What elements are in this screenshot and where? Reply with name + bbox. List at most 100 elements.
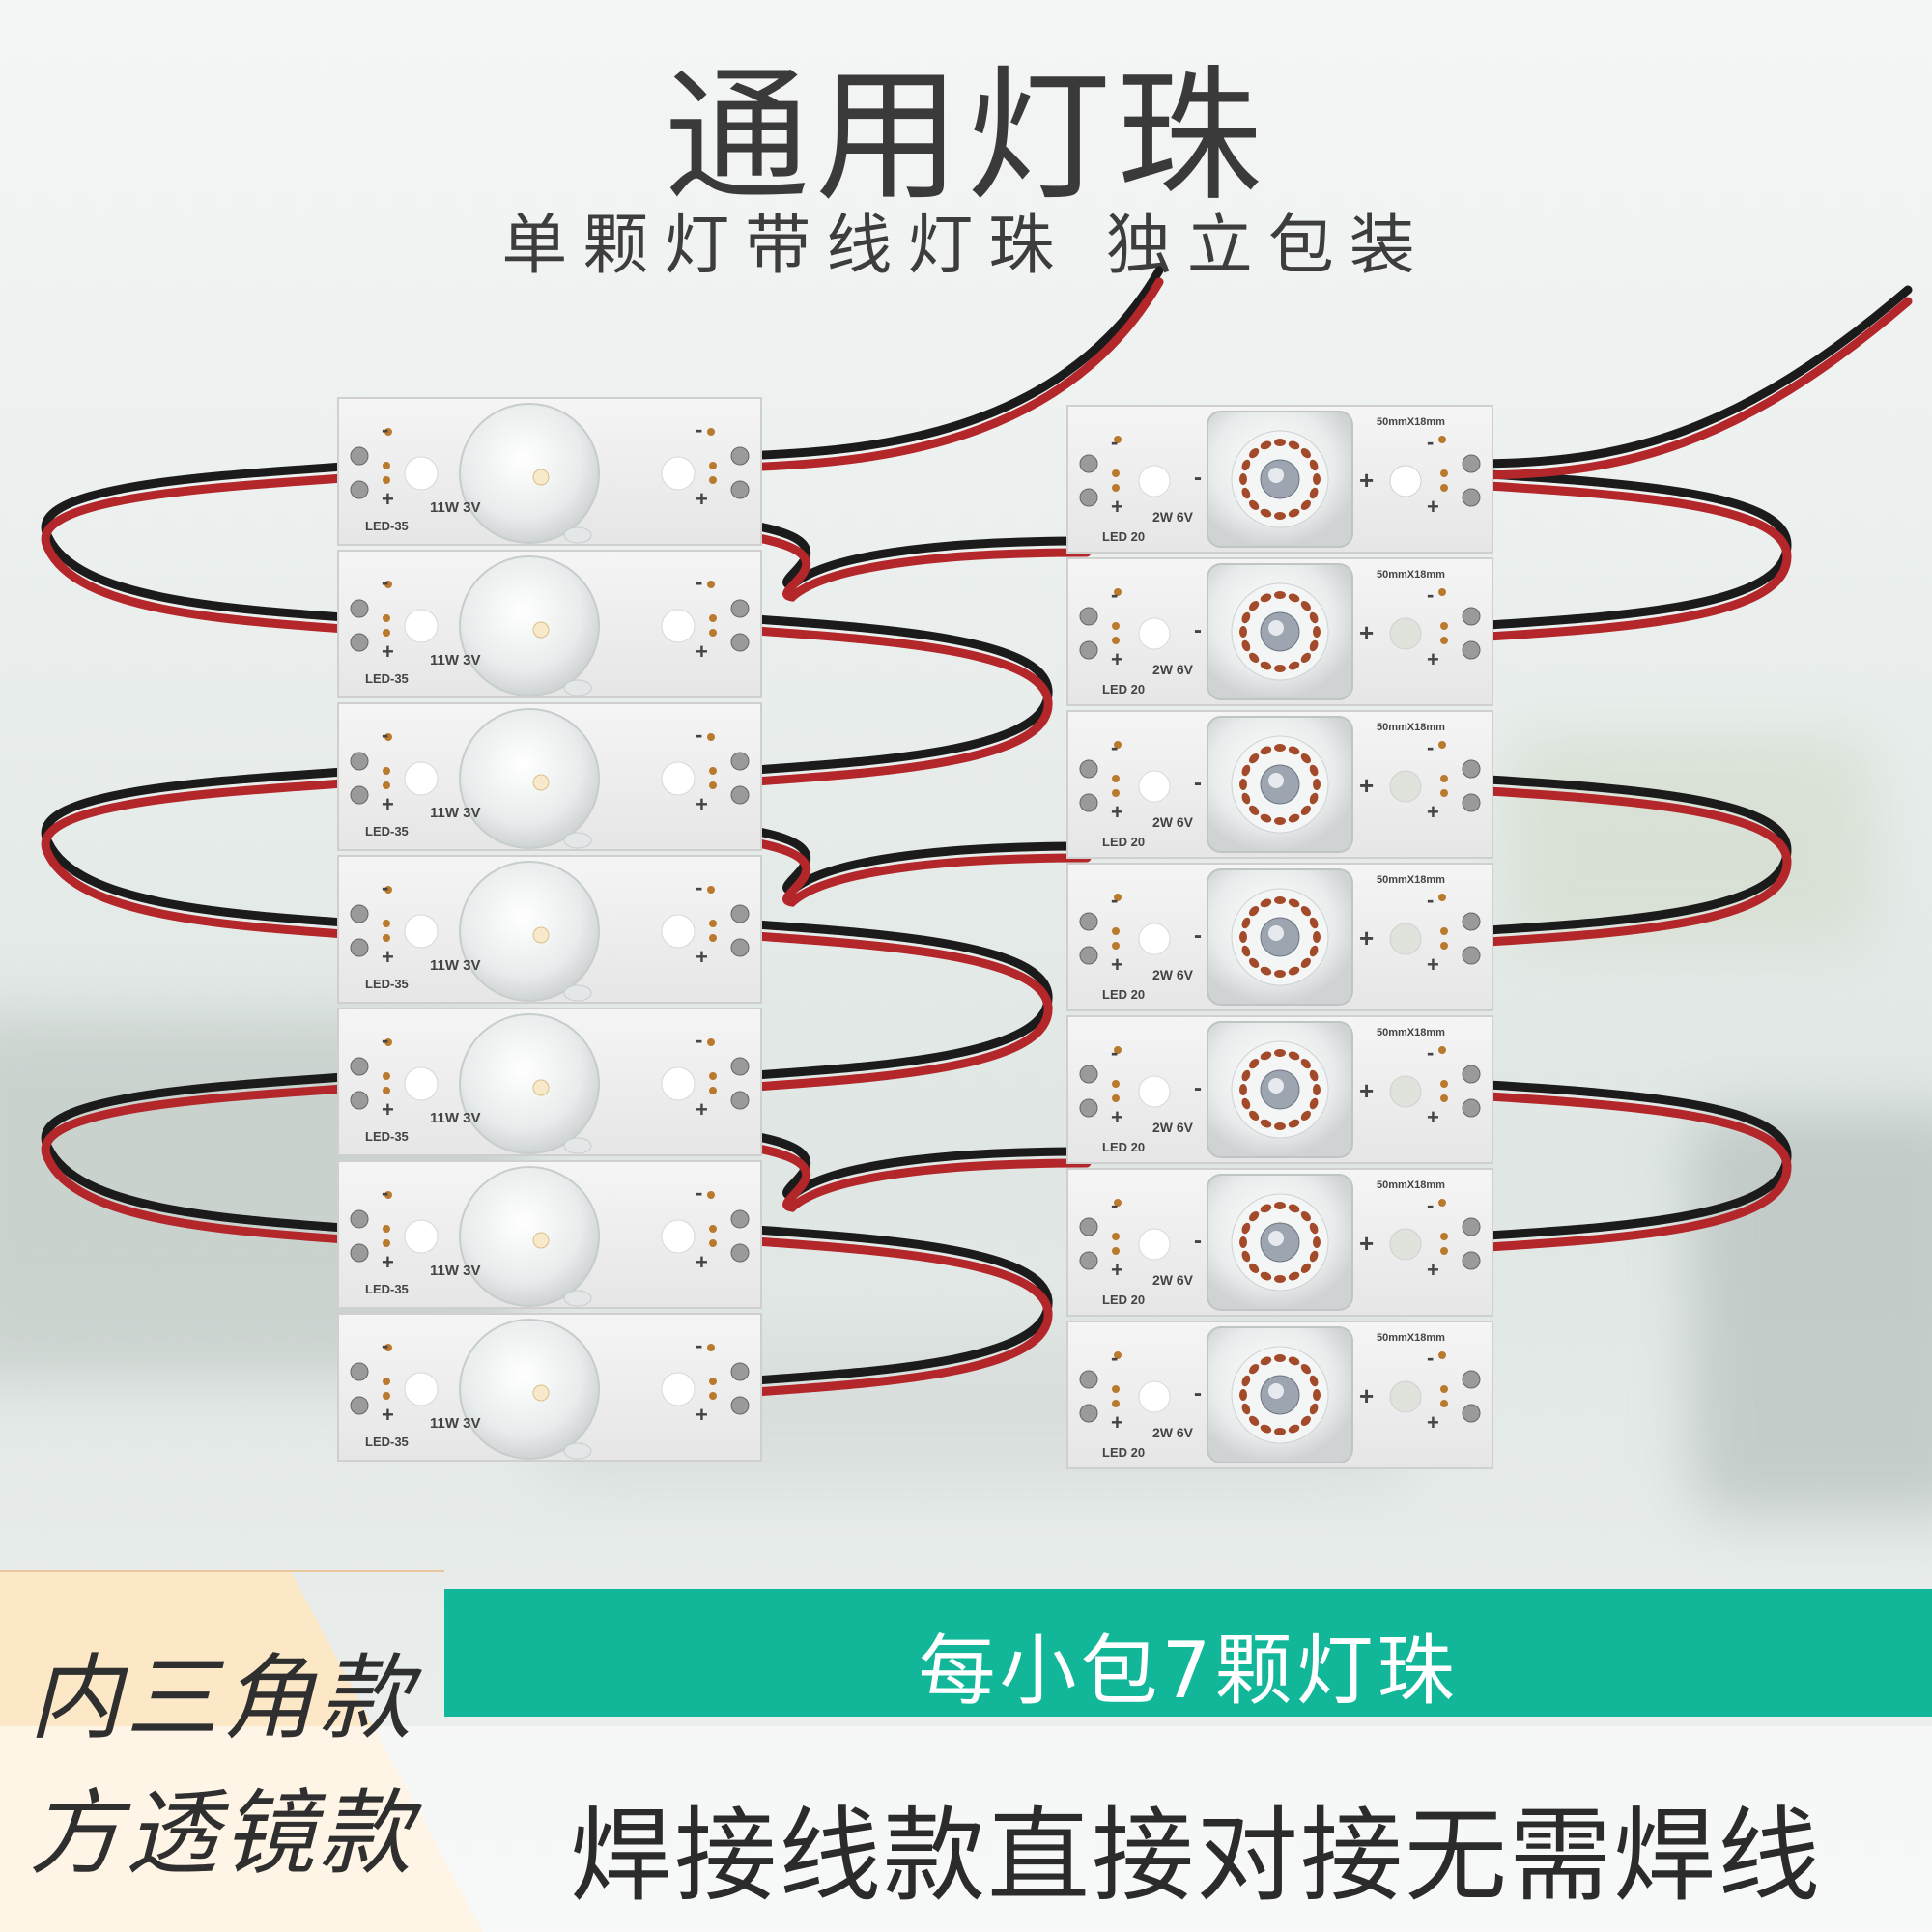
lens xyxy=(459,1319,600,1460)
copper-dot xyxy=(1114,894,1122,901)
copper-dot xyxy=(1112,469,1120,477)
led-chip xyxy=(532,469,550,486)
lens-ridge xyxy=(1260,1356,1272,1366)
plus-label: + xyxy=(1359,771,1374,800)
plus-label: + xyxy=(382,1250,394,1274)
solder-pad xyxy=(730,599,750,618)
lens-ridge xyxy=(1288,593,1300,603)
solder-pad xyxy=(1462,946,1481,965)
copper-dot xyxy=(383,1378,390,1385)
plus-label: + xyxy=(382,639,394,664)
copper-dot xyxy=(707,1191,715,1199)
mount-hole xyxy=(404,1219,439,1254)
lens-ridge xyxy=(1313,473,1321,485)
solder-pad xyxy=(350,446,369,466)
lens-ridge xyxy=(1249,499,1260,510)
copper-dot xyxy=(383,1072,390,1080)
copper-dot xyxy=(1440,1400,1448,1407)
minus-label: - xyxy=(1111,1040,1118,1065)
copper-dot xyxy=(1440,484,1448,492)
lens-ridge xyxy=(1260,661,1272,670)
mount-hole xyxy=(404,609,439,643)
solder-pad xyxy=(1462,1065,1481,1084)
mount-hole xyxy=(1389,1075,1422,1108)
lens-ridge xyxy=(1274,1122,1286,1130)
lens-ridge xyxy=(1300,957,1311,968)
led-chip-highlight xyxy=(1268,620,1284,636)
minus-label: - xyxy=(1194,617,1202,643)
led-chip xyxy=(532,926,550,944)
solder-pad xyxy=(350,1396,369,1415)
lens-ridge xyxy=(1274,439,1286,446)
board-size: 50mmX18mm xyxy=(1377,874,1445,886)
copper-dot xyxy=(707,733,715,741)
board-spec: 11W 3V xyxy=(430,957,481,974)
lens-ridge xyxy=(1260,813,1272,823)
plus-label: + xyxy=(696,1403,708,1427)
minus-label: - xyxy=(382,417,388,441)
copper-dot xyxy=(707,1038,715,1046)
lens-tab xyxy=(563,1442,592,1460)
plus-label: + xyxy=(1427,1105,1439,1129)
led-chip-highlight xyxy=(1268,468,1284,483)
copper-dot xyxy=(1438,1351,1446,1359)
copper-dot xyxy=(1438,436,1446,443)
lens xyxy=(459,1013,600,1154)
copper-dot xyxy=(1112,927,1120,935)
copper-dot xyxy=(1440,622,1448,630)
wire-group xyxy=(41,266,1913,1398)
lens-tab xyxy=(563,1290,592,1307)
board-size: 50mmX18mm xyxy=(1377,1332,1445,1344)
lens-tab xyxy=(563,526,592,544)
lens-ridge xyxy=(1288,746,1300,755)
board-size: 50mmX18mm xyxy=(1377,1179,1445,1191)
mount-hole xyxy=(661,609,696,643)
wire-red xyxy=(737,1141,1092,1212)
copper-dot xyxy=(384,1344,392,1351)
lens-ridge xyxy=(1288,1119,1300,1128)
plus-label: + xyxy=(382,945,394,969)
copper-dot xyxy=(383,1225,390,1233)
lens-ridge xyxy=(1260,966,1272,976)
copper-dot xyxy=(1114,741,1122,749)
minus-label: - xyxy=(1194,1380,1202,1406)
lens-ridge xyxy=(1274,665,1286,672)
solder-pad xyxy=(1079,1098,1098,1118)
lens-ridge xyxy=(1300,1415,1311,1426)
lens-ridge xyxy=(1300,753,1311,764)
copper-dot xyxy=(384,733,392,741)
solder-pad xyxy=(350,633,369,652)
minus-label: - xyxy=(1194,1228,1202,1254)
solder-pad xyxy=(730,1362,750,1381)
copper-dot xyxy=(384,1038,392,1046)
copper-dot xyxy=(1438,1046,1446,1054)
minus-label: - xyxy=(382,1180,388,1205)
lens-ridge xyxy=(1241,1222,1251,1235)
solder-pad xyxy=(1462,793,1481,812)
led-chip-highlight xyxy=(1268,1383,1284,1399)
solder-pad xyxy=(730,446,750,466)
plus-label: + xyxy=(1359,1076,1374,1105)
wire-red xyxy=(737,1236,1053,1398)
plus-label: + xyxy=(696,1250,708,1274)
lens-ridge xyxy=(1241,1097,1251,1110)
solder-pad xyxy=(730,1057,750,1076)
lens-ridge xyxy=(1239,1389,1247,1401)
minus-label: - xyxy=(1194,923,1202,949)
board-spec: 11W 3V xyxy=(430,1263,481,1279)
minus-label: - xyxy=(1194,1075,1202,1101)
board-spec: 2W 6V xyxy=(1152,1425,1194,1440)
minus-label: - xyxy=(1111,1346,1118,1370)
plus-label: + xyxy=(1427,1258,1439,1282)
solder-pad xyxy=(1079,946,1098,965)
copper-dot xyxy=(709,1072,717,1080)
plus-label: + xyxy=(1359,618,1374,647)
mount-hole xyxy=(404,456,439,491)
solder-pad xyxy=(350,938,369,957)
minus-label: - xyxy=(1427,735,1434,759)
copper-dot xyxy=(383,767,390,775)
lens-ridge xyxy=(1288,1204,1300,1213)
copper-dot xyxy=(709,1392,717,1400)
led-chip-highlight xyxy=(1268,773,1284,788)
